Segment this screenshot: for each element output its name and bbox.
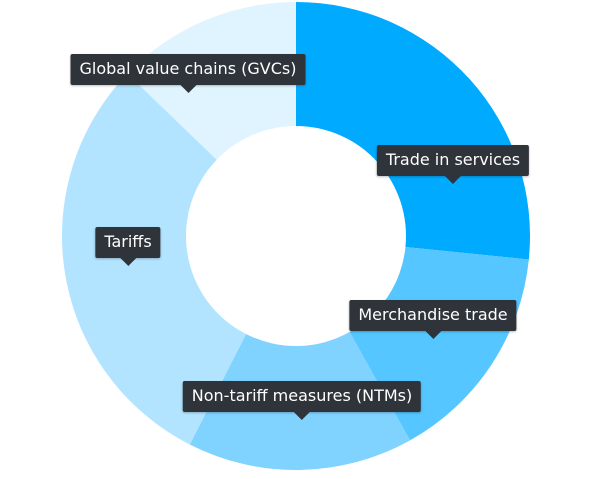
slice-tariffs[interactable] [61,73,247,445]
slice-label-trade-in-services: Trade in services [376,145,530,184]
slice-label-global-value-chains-gvcs: Global value chains (GVCs) [70,54,306,93]
slice-label-tariffs: Tariffs [95,227,161,266]
slice-label-merchandise-trade: Merchandise trade [349,300,517,339]
slice-label-non-tariff-measures-ntms: Non-tariff measures (NTMs) [182,381,422,420]
slice-trade-in-services[interactable] [296,2,530,260]
